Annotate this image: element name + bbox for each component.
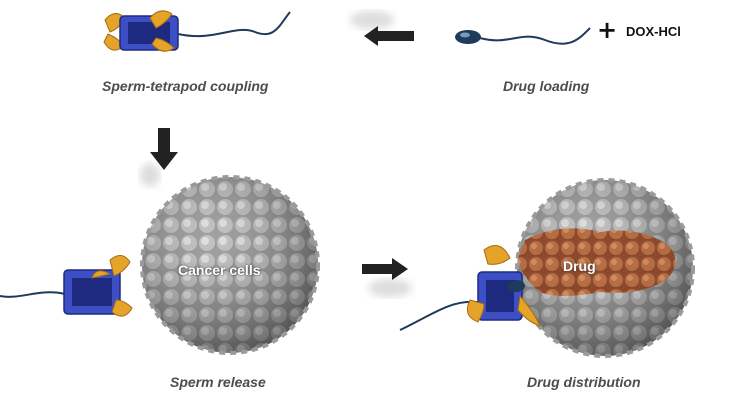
caption-loading: Drug loading bbox=[503, 78, 590, 94]
arrow-coupling-to-release bbox=[140, 128, 178, 187]
cancer-cell-cluster bbox=[140, 175, 320, 355]
reagent-label: DOX-HCl bbox=[626, 24, 681, 39]
cancer-cell-cluster-with-drug bbox=[515, 178, 695, 358]
arrow-release-to-distribution bbox=[362, 258, 412, 297]
coupled-sperm-tetrapod bbox=[103, 10, 291, 52]
released-sperm-tetrapod bbox=[0, 255, 133, 317]
arrow-loading-to-coupling bbox=[350, 11, 414, 46]
drug-label: Drug bbox=[563, 258, 596, 274]
caption-release: Sperm release bbox=[170, 374, 266, 390]
cancer-cells-label: Cancer cells bbox=[178, 262, 261, 278]
plus-sign: + bbox=[597, 16, 618, 44]
caption-coupling: Sperm-tetrapod coupling bbox=[102, 78, 269, 94]
loaded-sperm bbox=[455, 27, 591, 45]
penetrating-sperm-tetrapod bbox=[399, 245, 541, 331]
drug-region bbox=[518, 228, 676, 296]
caption-distribution: Drug distribution bbox=[527, 374, 641, 390]
